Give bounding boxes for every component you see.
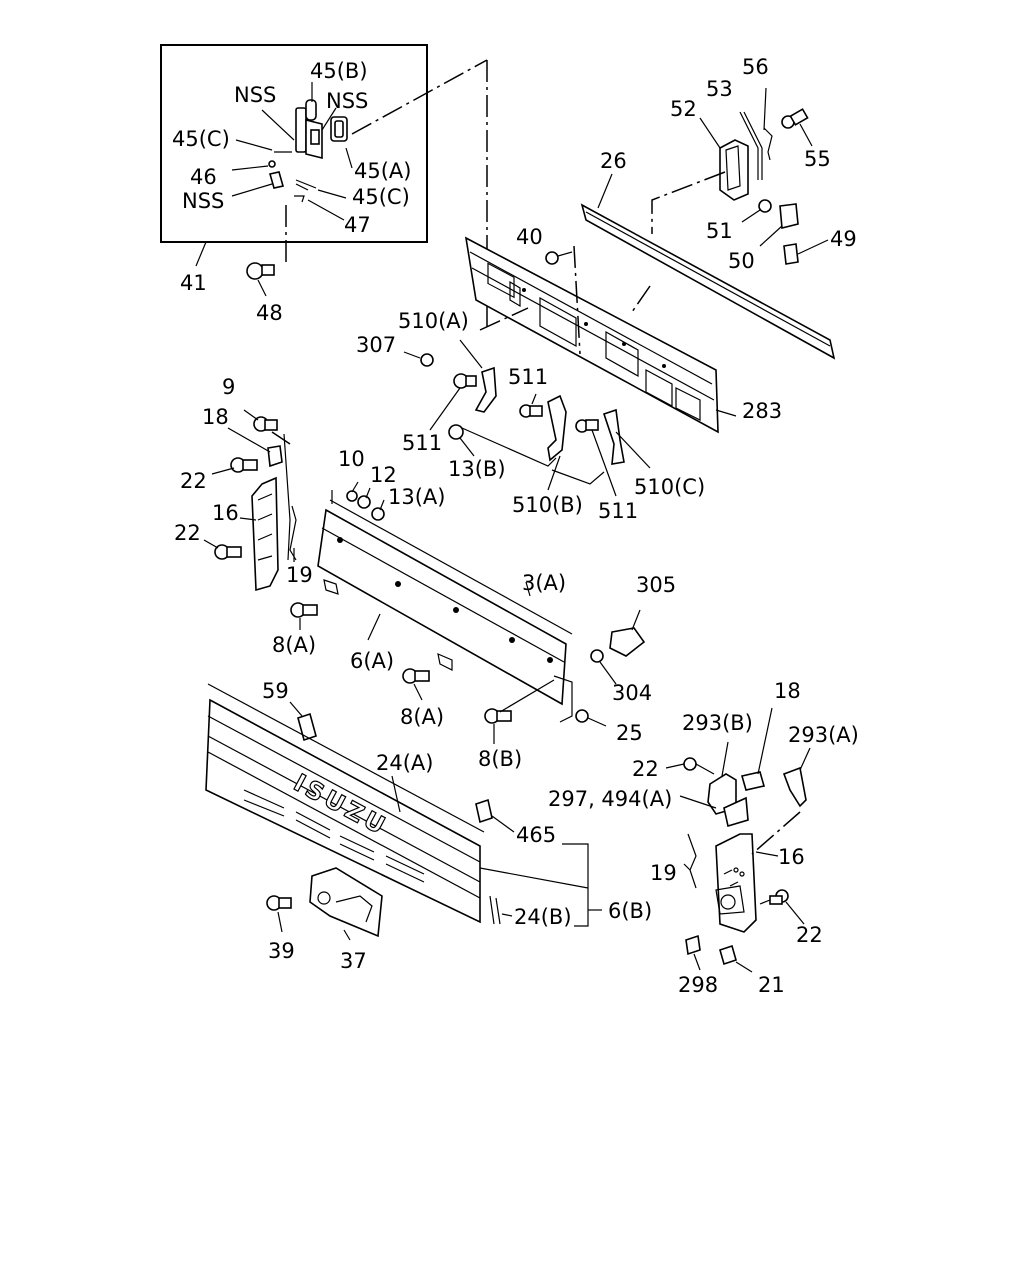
label-47: 47 [344,213,371,237]
label-297-494a: 297, 494(A) [548,787,672,811]
label-13b: 13(B) [448,457,506,481]
left-side-parts [203,409,297,592]
label-nss-3: NSS [182,189,224,213]
label-8a-2: 8(A) [400,705,444,729]
label-8a-1: 8(A) [272,633,316,657]
label-465: 465 [516,823,556,847]
bolt-511-middle [519,393,543,418]
clip-465 [475,798,602,927]
bracket-510a [429,339,497,431]
label-511-b: 511 [402,431,442,455]
label-50: 50 [728,249,755,273]
label-510b: 510(B) [512,493,583,517]
label-304: 304 [612,681,652,705]
label-24a: 24(A) [376,751,433,775]
clip-59 [289,701,317,742]
label-21: 21 [758,973,785,997]
label-22-a: 22 [180,469,207,493]
label-293b: 293(B) [682,711,753,735]
label-283: 283 [742,399,782,423]
cross-member [317,499,573,723]
callout-labels: 45(B) NSS NSS 45(C) 45(A) 46 NSS 45(C) 4… [172,55,859,997]
screw-40 [545,251,573,265]
label-13a: 13(A) [388,485,445,509]
label-305: 305 [636,573,676,597]
label-nss-1: NSS [234,83,276,107]
label-24b: 24(B) [514,905,572,929]
label-45c-2: 45(C) [352,185,410,209]
bolts-8a [290,602,555,744]
strip-26 [580,173,836,360]
clip-307 [403,351,434,367]
label-16-a: 16 [212,501,239,525]
label-59: 59 [262,679,289,703]
label-19-b: 19 [650,861,677,885]
label-6b: 6(B) [608,899,652,923]
label-510c: 510(C) [634,475,705,499]
inset-box [160,44,488,330]
label-6a: 6(A) [350,649,394,673]
label-3a: 3(A) [522,571,566,595]
label-49: 49 [830,227,857,251]
small-fasteners [331,481,385,521]
nut-13b [448,424,557,467]
label-45c-1: 45(C) [172,127,230,151]
label-293a: 293(A) [788,723,859,747]
label-22-c: 22 [632,757,659,781]
label-22-b: 22 [174,521,201,545]
label-18-b: 18 [774,679,801,703]
label-51: 51 [706,219,733,243]
label-nss-2: NSS [326,89,368,113]
label-510a: 510(A) [398,309,469,333]
label-19-a: 19 [286,563,313,587]
label-18-a: 18 [202,405,229,429]
label-37: 37 [340,949,367,973]
label-46: 46 [190,165,217,189]
label-41: 41 [180,271,207,295]
label-298: 298 [678,973,718,997]
grille: ISUZU [205,683,485,924]
label-22-d: 22 [796,923,823,947]
label-45b: 45(B) [310,59,368,83]
bracket-510b [547,394,605,491]
bracket-305 [575,609,646,727]
label-55: 55 [804,147,831,171]
bracket-510c [602,408,651,469]
label-25: 25 [616,721,643,745]
label-40: 40 [516,225,543,249]
label-39: 39 [268,939,295,963]
label-26: 26 [600,149,627,173]
label-56: 56 [742,55,769,79]
label-307: 307 [356,333,396,357]
label-511-c: 511 [598,499,638,523]
label-511-a: 511 [508,365,548,389]
label-48: 48 [256,301,283,325]
bracket-37 [266,867,383,941]
bolt-48 [246,262,275,297]
right-corner-parts [665,707,811,973]
upper-brackets [651,87,829,265]
label-8b: 8(B) [478,747,522,771]
label-45a: 45(A) [354,159,411,183]
bolt-511-right [575,419,617,497]
label-52: 52 [670,97,697,121]
label-16-b: 16 [778,845,805,869]
panel-283 [464,236,737,434]
label-53: 53 [706,77,733,101]
label-12: 12 [370,463,397,487]
label-9: 9 [222,375,235,399]
label-10: 10 [338,447,365,471]
